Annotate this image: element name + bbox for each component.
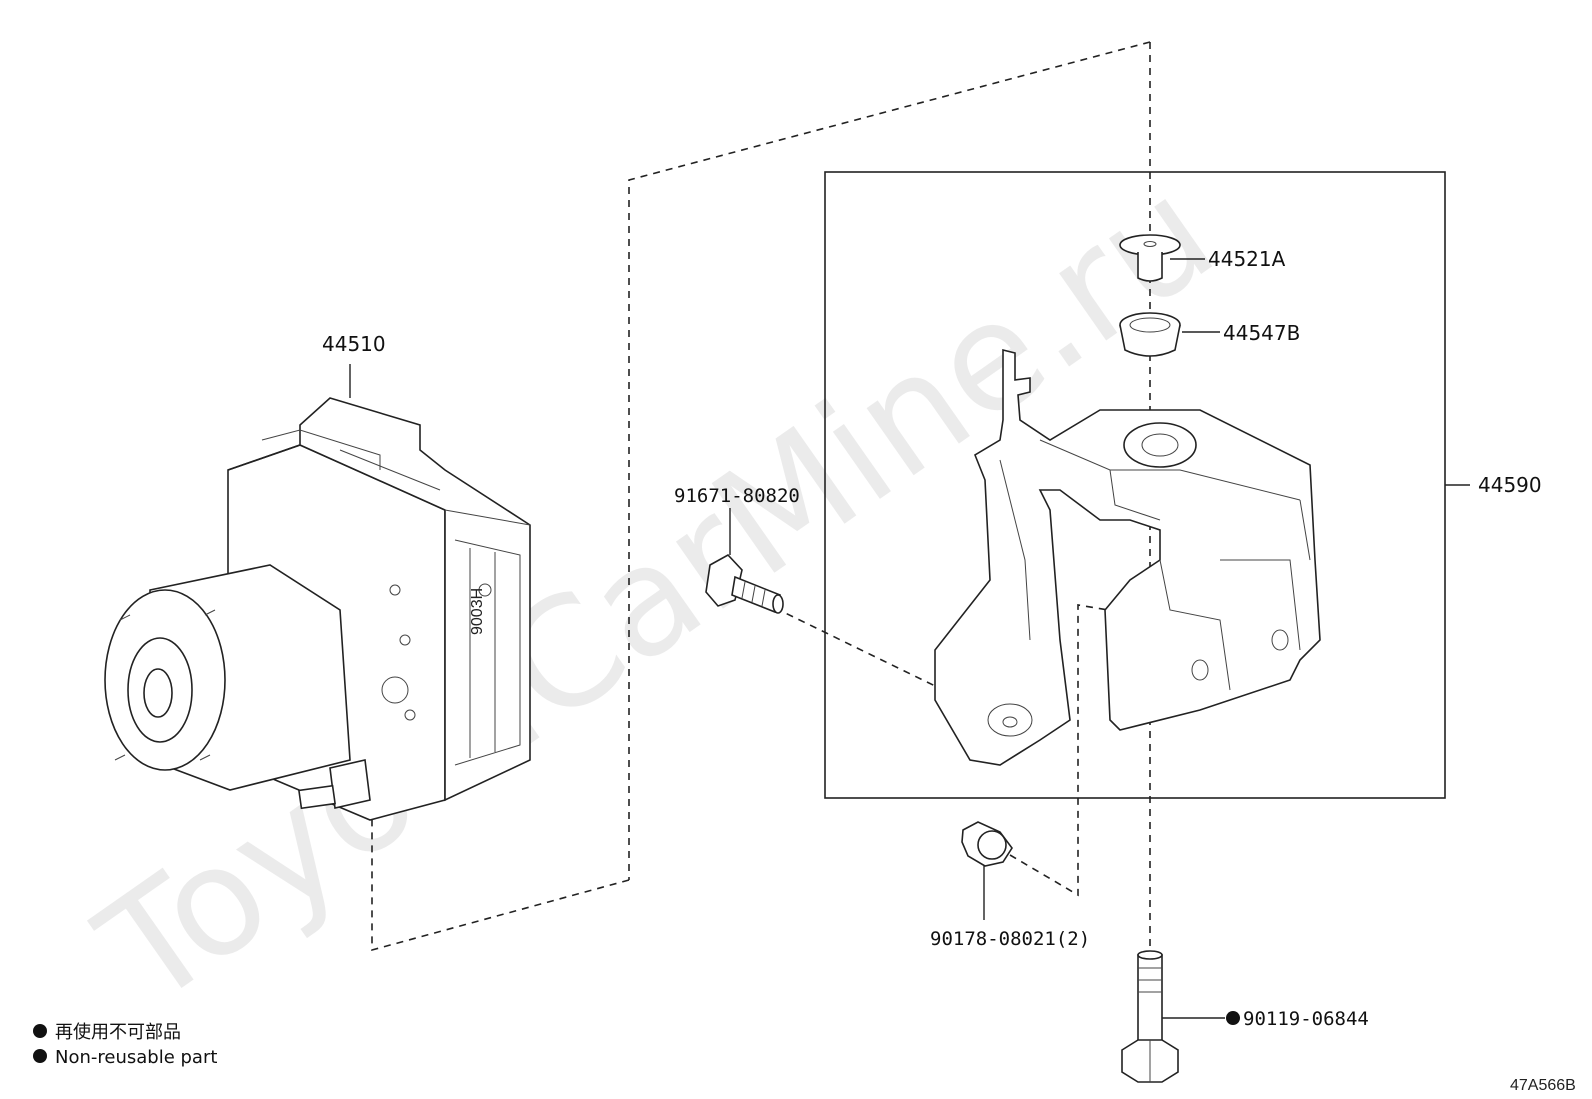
legend: 再使用不可部品 Non-reusable part (33, 1022, 217, 1068)
cushion-44521a-drawing[interactable] (1119, 234, 1181, 282)
bolt-90119-drawing[interactable] (1121, 950, 1179, 1083)
abs-actuator-drawing[interactable]: 9003H (104, 397, 531, 821)
bolt-91671-drawing[interactable] (705, 553, 784, 614)
leader-lines (349, 258, 1470, 1019)
label-bolt-side[interactable]: 91671-80820 (674, 485, 800, 507)
legend-bullet-icon (33, 1024, 47, 1038)
non-reusable-marker-icon (1226, 1011, 1240, 1025)
legend-bullet-icon (33, 1049, 47, 1063)
bracket-drawing[interactable] (934, 348, 1321, 766)
label-abs-actuator[interactable]: 44510 (322, 332, 386, 356)
legend-english-text: Non-reusable part (55, 1047, 217, 1068)
label-cushion-upper[interactable]: 44521A (1208, 247, 1286, 271)
label-cushion-lower[interactable]: 44547B (1223, 321, 1300, 345)
label-bracket-assembly[interactable]: 44590 (1478, 473, 1542, 497)
cushion-44547b-drawing[interactable] (1119, 312, 1181, 357)
figure-code: 47A566B (1510, 1077, 1576, 1094)
actuator-engraving: 9003H (469, 588, 486, 635)
label-nut-lower[interactable]: 90178-08021(2) (930, 928, 1090, 950)
nut-90178-drawing[interactable] (961, 821, 1013, 867)
installation-guide-lines (371, 41, 1291, 1000)
legend-japanese-text: 再使用不可部品 (55, 1022, 181, 1043)
label-bolt-bottom[interactable]: 90119-06844 (1243, 1008, 1369, 1030)
